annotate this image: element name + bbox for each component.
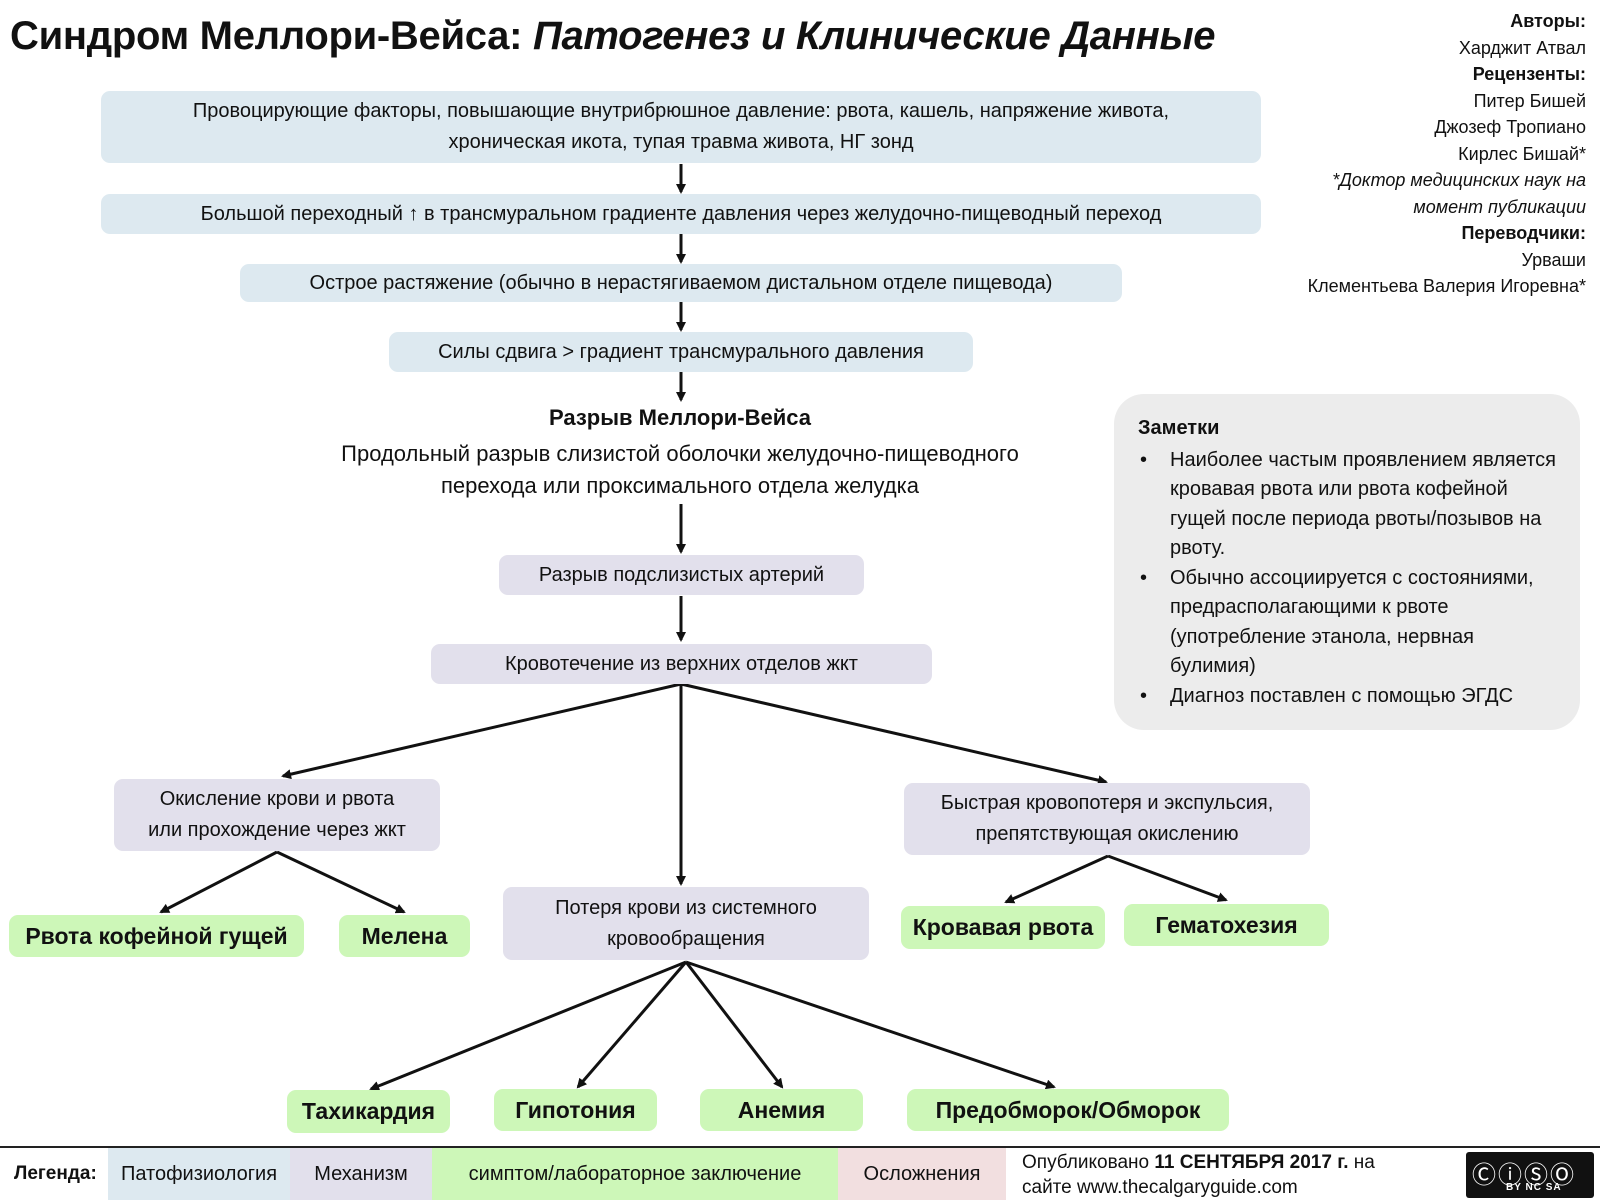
symptom-anemia: Анемия	[700, 1089, 863, 1131]
arrow	[281, 682, 682, 780]
legend-text: симптом/лабораторное заключение	[468, 1162, 802, 1185]
box-text: Рвота кофейной гущей	[25, 922, 288, 949]
arrow	[369, 960, 687, 1091]
notes-item: Наиболее частым проявлением является кро…	[1138, 446, 1558, 564]
title-main: Синдром Меллори-Вейса:	[10, 14, 523, 58]
box-text: Провоцирующие факторы, повышающие внутри…	[192, 100, 1170, 122]
cc-license-badge: ⒸⓘⓈⓄ BY NC SA	[1466, 1152, 1594, 1198]
box-artery-rupture: Разрыв подслизистых артерий	[499, 555, 864, 595]
translator-name: Клементьева Валерия Игоревна*	[1307, 276, 1586, 296]
notes-list: Наиболее частым проявлением является кро…	[1138, 446, 1558, 712]
publication-info: Опубликовано 11 СЕНТЯБРЯ 2017 г. на сайт…	[1022, 1150, 1442, 1200]
legend-symptom: симптом/лабораторное заключение	[432, 1148, 838, 1200]
box-text: Быстрая кровопотеря и экспульсия,	[940, 792, 1274, 814]
credits-block: Авторы: Харджит Атвал Рецензенты: Питер …	[1206, 8, 1586, 300]
arrow	[159, 850, 278, 914]
box-text: Мелена	[361, 922, 448, 949]
license-label: BY NC SA	[1506, 1182, 1562, 1193]
tear-heading: Разрыв Меллори-Вейса	[548, 405, 812, 430]
legend-text: Механизм	[314, 1162, 408, 1185]
tear-description: Продольный разрыв слизистой оболочки жел…	[240, 438, 1120, 502]
legend-label: Легенда:	[14, 1163, 97, 1184]
box-systemic-blood-loss: Потеря крови из системного кровообращени…	[503, 887, 869, 960]
arrow	[1004, 854, 1109, 904]
box-text: Гематохезия	[1155, 911, 1298, 938]
arrow	[680, 682, 1108, 786]
legend-bar	[0, 1146, 1600, 1202]
notes-item: Обычно ассоциируется с состояниями, пред…	[1138, 564, 1558, 682]
box-text: Анемия	[737, 1096, 826, 1123]
box-blood-oxidation: Окисление крови и рвота или прохождение …	[114, 779, 440, 851]
box-shear-forces: Силы сдвига > градиент трансмурального д…	[389, 332, 973, 372]
box-text: кровообращения	[607, 927, 765, 950]
box-rapid-blood-loss: Быстрая кровопотеря и экспульсия, препят…	[904, 783, 1310, 855]
legend-complications: Осложнения	[838, 1148, 1006, 1200]
page-title: Синдром Меллори-Вейса: Патогенез и Клини…	[10, 14, 1216, 59]
published-site: сайте www.thecalgaryguide.com	[1022, 1177, 1298, 1198]
arrow	[1107, 854, 1228, 902]
arrow	[276, 850, 406, 914]
notes-title: Заметки	[1138, 417, 1220, 439]
legend-text: Патофизиология	[120, 1162, 278, 1185]
arrow	[685, 960, 1056, 1090]
box-text: Окисление крови и рвота	[159, 788, 395, 810]
reviewer-name: Питер Бишей	[1473, 90, 1586, 111]
box-text: или прохождение через жкт	[148, 819, 406, 841]
box-text: Тахикардия	[301, 1098, 436, 1124]
translator-name: Урваши	[1521, 249, 1586, 270]
box-text: Потеря крови из системного	[555, 896, 817, 919]
legend-text: Осложнения	[863, 1162, 981, 1185]
arrow	[684, 961, 784, 1089]
legend-mechanism: Механизм	[290, 1148, 432, 1200]
box-text: Острое растяжение (обычно в нерастягивае…	[309, 271, 1053, 294]
box-text: Большой переходный ↑ в трансмуральном гр…	[200, 202, 1162, 225]
box-text: Разрыв подслизистых артерий	[538, 563, 825, 586]
title-subtitle: Патогенез и Клинические Данные	[532, 14, 1216, 58]
reviewer-name: Джозеф Тропиано	[1434, 117, 1586, 137]
box-provoking-factors: Провоцирующие факторы, повышающие внутри…	[101, 91, 1261, 163]
box-acute-stretch: Острое растяжение (обычно в нерастягивае…	[240, 264, 1122, 302]
arrow	[576, 961, 688, 1089]
box-text: Кровотечение из верхних отделов жкт	[505, 652, 858, 675]
credential-note: *Доктор медицинских наук на	[1332, 170, 1586, 190]
credential-note: момент публикации	[1413, 196, 1586, 217]
symptom-presyncope-syncope: Предобморок/Обморок	[907, 1089, 1229, 1131]
box-text: хроническая икота, тупая травма живота, …	[448, 131, 914, 153]
translators-label: Переводчики:	[1461, 223, 1586, 243]
symptom-hypotension: Гипотония	[494, 1089, 657, 1131]
tear-desc-line: перехода или проксимального отдела желуд…	[441, 473, 919, 498]
box-text: Кровавая рвота	[912, 914, 1094, 940]
authors-label: Авторы:	[1510, 11, 1586, 31]
cc-license-icon: ⒸⓘⓈⓄ	[1472, 1162, 1576, 1189]
reviewers-label: Рецензенты:	[1472, 64, 1586, 84]
tear-desc-line: Продольный разрыв слизистой оболочки жел…	[341, 441, 1019, 466]
reviewer-name: Кирлес Бишай*	[1458, 143, 1586, 164]
box-text: препятствующая окислению	[975, 823, 1239, 845]
box-upper-gi-bleed: Кровотечение из верхних отделов жкт	[431, 644, 932, 684]
box-text: Силы сдвига > градиент трансмурального д…	[438, 340, 924, 363]
symptom-hematemesis: Кровавая рвота	[901, 906, 1105, 949]
published-prefix: Опубликовано	[1022, 1152, 1150, 1173]
notes-item: Диагноз поставлен с помощью ЭГДС	[1138, 682, 1558, 712]
symptom-melena: Мелена	[339, 915, 470, 957]
symptom-tachycardia: Тахикардия	[287, 1090, 450, 1133]
symptom-hematochezia: Гематохезия	[1124, 904, 1329, 946]
legend-pathophysiology: Патофизиология	[108, 1148, 290, 1200]
box-pressure-gradient: Большой переходный ↑ в трансмуральном гр…	[101, 194, 1261, 234]
published-date: 11 СЕНТЯБРЯ 2017 г.	[1154, 1152, 1349, 1173]
author-name: Харджит Атвал	[1458, 37, 1586, 58]
notes-panel: Заметки Наиболее частым проявлением явля…	[1114, 394, 1580, 730]
symptom-coffee-ground-emesis: Рвота кофейной гущей	[9, 915, 304, 957]
box-text: Гипотония	[515, 1096, 636, 1123]
published-suffix: на	[1353, 1152, 1375, 1173]
box-text: Предобморок/Обморок	[935, 1096, 1201, 1123]
